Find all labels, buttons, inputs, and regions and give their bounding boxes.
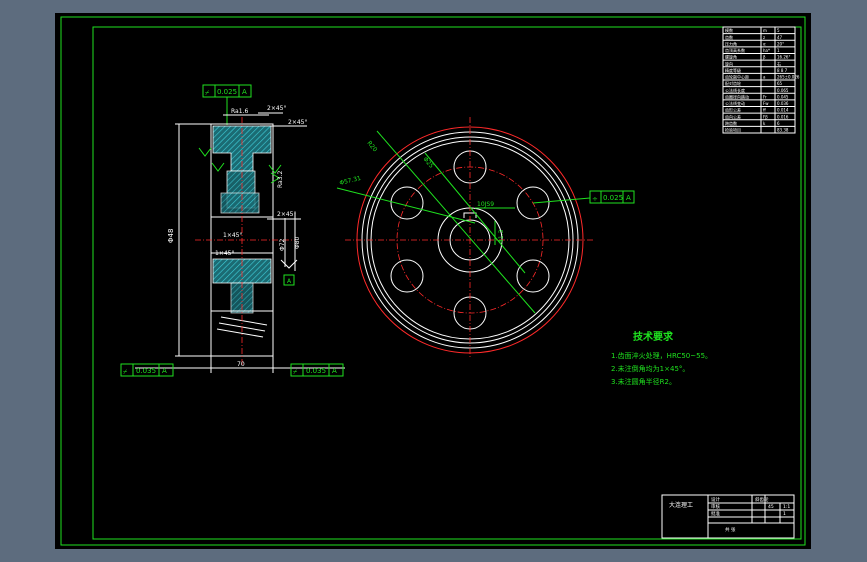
param-cell: 0.036 xyxy=(777,101,789,106)
param-cell: 0.016 xyxy=(777,114,789,119)
svg-text:⌿: ⌿ xyxy=(293,368,298,376)
tol-bottom-left-datum: A xyxy=(162,367,167,375)
svg-text:⌿: ⌿ xyxy=(123,368,128,376)
param-cell: 右 xyxy=(777,60,781,66)
drawing-canvas: ⌿ 0.025 A Ra1.6 2×45° 2×45° Ra xyxy=(60,16,806,546)
chamfer-inner1-label: 1×45° xyxy=(223,232,242,239)
tol-bottom-left: 0.035 xyxy=(136,367,156,375)
title-scale: 1:1 xyxy=(783,504,790,510)
tol-right-datum: A xyxy=(626,194,631,202)
title-sheet: 共 张 xyxy=(725,526,736,533)
param-cell: 0.065 xyxy=(777,88,789,93)
param-cell: 模数 xyxy=(725,27,733,33)
side-view: ⌿ 0.025 A Ra1.6 2×45° 2×45° Ra xyxy=(120,84,345,377)
param-cell: 跨齿数 xyxy=(725,120,737,126)
param-cell: 47 xyxy=(777,35,783,40)
rough-label-2: Ra3.2 xyxy=(277,171,284,188)
inner-frame xyxy=(92,26,802,540)
tech-requirements: 技术要求 1.齿面淬火处理，HRC50~55。 2.未注倒角均为1×45°。 3… xyxy=(611,330,712,386)
param-cell: β xyxy=(763,55,766,60)
tech-req-title: 技术要求 xyxy=(633,330,674,343)
title-material: 45 xyxy=(768,504,774,510)
param-cell: 检验项目 xyxy=(725,127,741,133)
param-cell: a xyxy=(763,75,766,80)
param-cell: k xyxy=(763,121,766,126)
title-block: 大连理工 设计 审核 批准 斜齿轮 45 1:1 1 共 张 xyxy=(661,494,795,539)
param-cell: 16.26° xyxy=(777,55,790,60)
title-qty: 1 xyxy=(783,511,786,517)
tol-bottom-right: 0.035 xyxy=(306,367,326,375)
svg-text:⌿: ⌿ xyxy=(205,89,210,97)
dim-height: Φ48 xyxy=(167,229,175,243)
param-cell: 0.045 xyxy=(777,94,789,99)
param-cell: 螺旋角 xyxy=(725,54,737,60)
param-cell: 5 xyxy=(777,28,780,33)
datum-right: A xyxy=(287,278,292,285)
dim-width: 70 xyxy=(237,361,245,368)
param-cell: 20° xyxy=(777,41,784,46)
dim-keydepth: 41.3 xyxy=(498,229,505,243)
param-cell: m xyxy=(763,28,767,33)
param-cell: Fw xyxy=(763,101,769,106)
dim-bore: Φ72 xyxy=(279,238,286,251)
tol-top-datum: A xyxy=(242,88,247,96)
param-cell: z xyxy=(763,35,765,40)
cad-viewport[interactable]: ⌿ 0.025 A Ra1.6 2×45° 2×45° Ra xyxy=(55,13,811,549)
title-name: 斜齿轮 xyxy=(755,496,769,503)
tech-req-item-3: 3.未注圆角半径R2。 xyxy=(611,377,676,386)
param-cell: 精度等级 xyxy=(725,67,741,73)
tech-req-item-2: 2.未注倒角均为1×45°。 xyxy=(611,364,689,373)
param-cell: 1 xyxy=(777,48,780,53)
dim-hole: Φ25 xyxy=(421,156,434,170)
param-cell: 6 xyxy=(777,121,780,126)
param-cell: 0.014 xyxy=(777,108,789,113)
param-cell: 齿轮副中心距 xyxy=(725,74,749,80)
svg-text:Φ80: Φ80 xyxy=(294,236,301,249)
tol-top-value: 0.025 xyxy=(217,88,237,96)
chamfer-top2-label: 2×45° xyxy=(288,119,307,126)
tech-req-item-1: 1.齿面淬火处理，HRC50~55。 xyxy=(611,351,712,360)
param-cell: Fβ xyxy=(763,114,768,119)
param-cell: 83.38 xyxy=(777,128,789,133)
outer-frame xyxy=(60,16,806,546)
title-school: 大连理工 xyxy=(669,501,693,509)
param-cell: ff xyxy=(763,108,766,113)
parameter-table: 模数 m 5 齿数 z 47 压力角 α 20° 齿顶高系数 ha* 1 螺旋角 β 16.26° 旋向 右精度… xyxy=(722,26,800,134)
title-drawn: 设计 xyxy=(711,496,720,503)
param-cell: 齿形公差 xyxy=(725,107,741,113)
param-cell: Fr xyxy=(763,94,767,99)
title-approved: 批准 xyxy=(711,510,720,517)
param-cell: 65 xyxy=(777,81,783,86)
param-cell: 公法线变动 xyxy=(725,100,745,106)
dim-dia: Φ57.31 xyxy=(339,175,362,187)
param-cell: 齿圈径向跳动 xyxy=(725,93,749,99)
param-cell: α xyxy=(763,41,766,46)
chamfer-top-label: 2×45° xyxy=(267,105,286,112)
param-cell: 齿数 xyxy=(725,34,733,40)
param-cell: 旋向 xyxy=(725,60,733,66)
param-cell: 配对齿轮 xyxy=(725,80,741,86)
svg-text:÷: ÷ xyxy=(592,195,598,203)
param-cell: 齿顶高系数 xyxy=(725,47,745,53)
param-cell: 8 8 7 xyxy=(777,68,788,73)
front-view: R20 Φ25 Φ57.31 10JS9 41.3 ÷ 0.025 A xyxy=(336,117,635,358)
chamfer-mid-label: 2×45° xyxy=(277,211,296,218)
title-checked: 审核 xyxy=(711,503,720,510)
param-cell: ha* xyxy=(763,48,770,53)
param-cell: 公法线长度 xyxy=(725,87,745,93)
param-cell: 压力角 xyxy=(725,40,737,46)
tol-right: 0.025 xyxy=(603,194,623,202)
dim-key: 10JS9 xyxy=(477,201,494,208)
param-cell: 齿向公差 xyxy=(725,113,741,119)
dim-r: R20 xyxy=(365,140,378,154)
rough-label-1: Ra1.6 xyxy=(231,108,248,115)
chamfer-inner2-label: 1×45° xyxy=(215,250,234,257)
tol-bottom-right-datum: A xyxy=(332,367,337,375)
param-cell: 265±0.026 xyxy=(777,75,800,80)
